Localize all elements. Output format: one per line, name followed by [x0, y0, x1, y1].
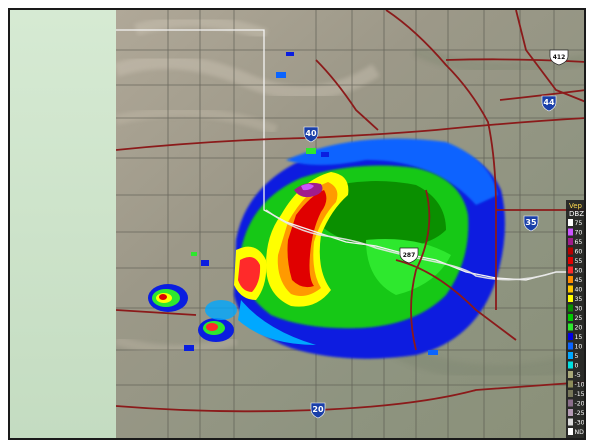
legend-label: 15 — [575, 334, 583, 341]
legend-swatch — [568, 323, 573, 331]
legend-label: 75 — [575, 220, 583, 227]
legend-label: 35 — [575, 296, 583, 303]
legend-swatch — [568, 361, 573, 369]
legend-label: -15 — [575, 391, 585, 398]
legend-label: 30 — [575, 306, 583, 313]
legend-label: 5 — [575, 353, 579, 360]
legend-label: 25 — [575, 315, 583, 322]
side-panel — [10, 10, 116, 438]
legend-swatch — [568, 333, 573, 340]
legend-swatch — [568, 399, 573, 407]
legend-swatch — [568, 390, 573, 397]
legend-swatch — [568, 228, 573, 236]
dbz-legend: Vep DBZ 757065605550454035302520151050-5… — [566, 200, 585, 438]
legend-swatch — [568, 266, 573, 274]
legend-swatch — [568, 314, 573, 321]
slide-frame: 412 44 40 35 287 20 — [8, 8, 586, 440]
legend-swatch — [568, 418, 573, 426]
legend-unit: DBZ — [569, 210, 584, 218]
legend-swatch — [568, 371, 573, 378]
shield-412: 412 — [549, 49, 569, 66]
shield-287: 287 — [399, 247, 419, 264]
legend-label: 55 — [575, 258, 583, 265]
legend-label: 40 — [575, 287, 583, 294]
svg-text:287: 287 — [403, 252, 416, 259]
legend-title: Vep — [569, 202, 583, 210]
svg-text:412: 412 — [553, 54, 566, 61]
radar-map-svg: 412 44 40 35 287 20 — [116, 10, 585, 438]
legend-swatch — [568, 238, 573, 245]
legend-label: 65 — [575, 239, 583, 246]
svg-text:20: 20 — [312, 405, 324, 414]
radar-echoes — [148, 52, 505, 359]
radar-map: 412 44 40 35 287 20 — [116, 10, 585, 438]
legend-label: -25 — [575, 410, 585, 417]
shield-20: 20 — [310, 402, 326, 419]
legend-swatch — [568, 257, 573, 264]
legend-swatch — [568, 295, 573, 302]
legend-swatch — [568, 219, 573, 226]
legend-swatch — [568, 247, 573, 255]
legend-label: -20 — [575, 401, 585, 408]
legend-rows: 757065605550454035302520151050-5-10-15-2… — [568, 219, 585, 436]
legend-label: 60 — [575, 249, 583, 256]
shield-35: 35 — [523, 215, 539, 232]
shield-44: 44 — [541, 95, 557, 112]
legend-swatch — [568, 276, 573, 283]
legend-label: 0 — [575, 363, 579, 370]
legend-label: -10 — [575, 382, 585, 389]
shield-40: 40 — [303, 126, 319, 143]
legend-label: 45 — [575, 277, 583, 284]
legend-label: -5 — [575, 372, 581, 379]
legend-swatch — [568, 342, 573, 350]
legend-label: -30 — [575, 420, 585, 427]
legend-swatch — [568, 352, 573, 359]
svg-text:44: 44 — [543, 98, 555, 107]
legend-label: 50 — [575, 268, 583, 275]
legend-swatch — [568, 380, 573, 388]
legend-swatch — [568, 304, 573, 312]
legend-label: 70 — [575, 230, 583, 237]
svg-text:35: 35 — [525, 218, 537, 227]
legend-swatch — [568, 409, 573, 416]
legend-label: ND — [575, 429, 585, 436]
legend-swatch — [568, 428, 573, 435]
legend-label: 10 — [575, 344, 583, 351]
legend-label: 20 — [575, 325, 583, 332]
svg-text:40: 40 — [305, 129, 317, 138]
legend-swatch — [568, 285, 573, 293]
